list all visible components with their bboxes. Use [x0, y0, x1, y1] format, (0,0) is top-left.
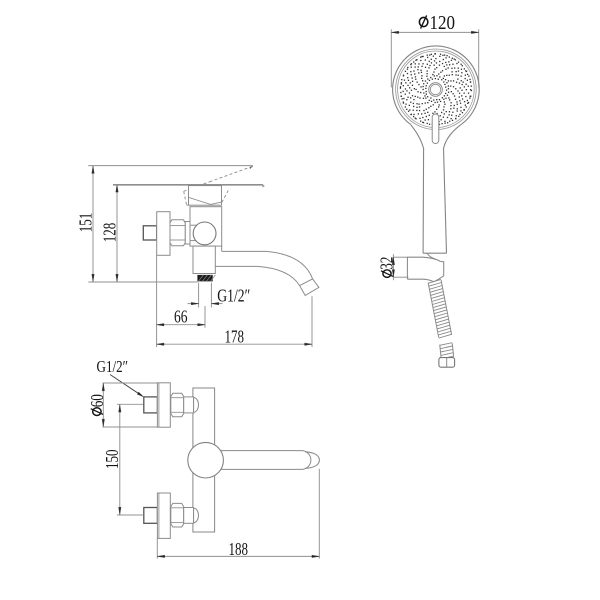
svg-text:60: 60: [87, 394, 107, 407]
svg-text:120: 120: [430, 13, 456, 34]
svg-text:G1/2″: G1/2″: [217, 286, 250, 306]
svg-text:150: 150: [102, 450, 122, 470]
svg-text:32: 32: [377, 257, 397, 270]
svg-text:66: 66: [174, 307, 188, 327]
svg-text:151: 151: [76, 213, 96, 233]
svg-text:G1/2″: G1/2″: [97, 357, 129, 376]
svg-text:188: 188: [229, 539, 249, 559]
svg-text:178: 178: [225, 327, 245, 347]
svg-text:128: 128: [100, 223, 120, 243]
